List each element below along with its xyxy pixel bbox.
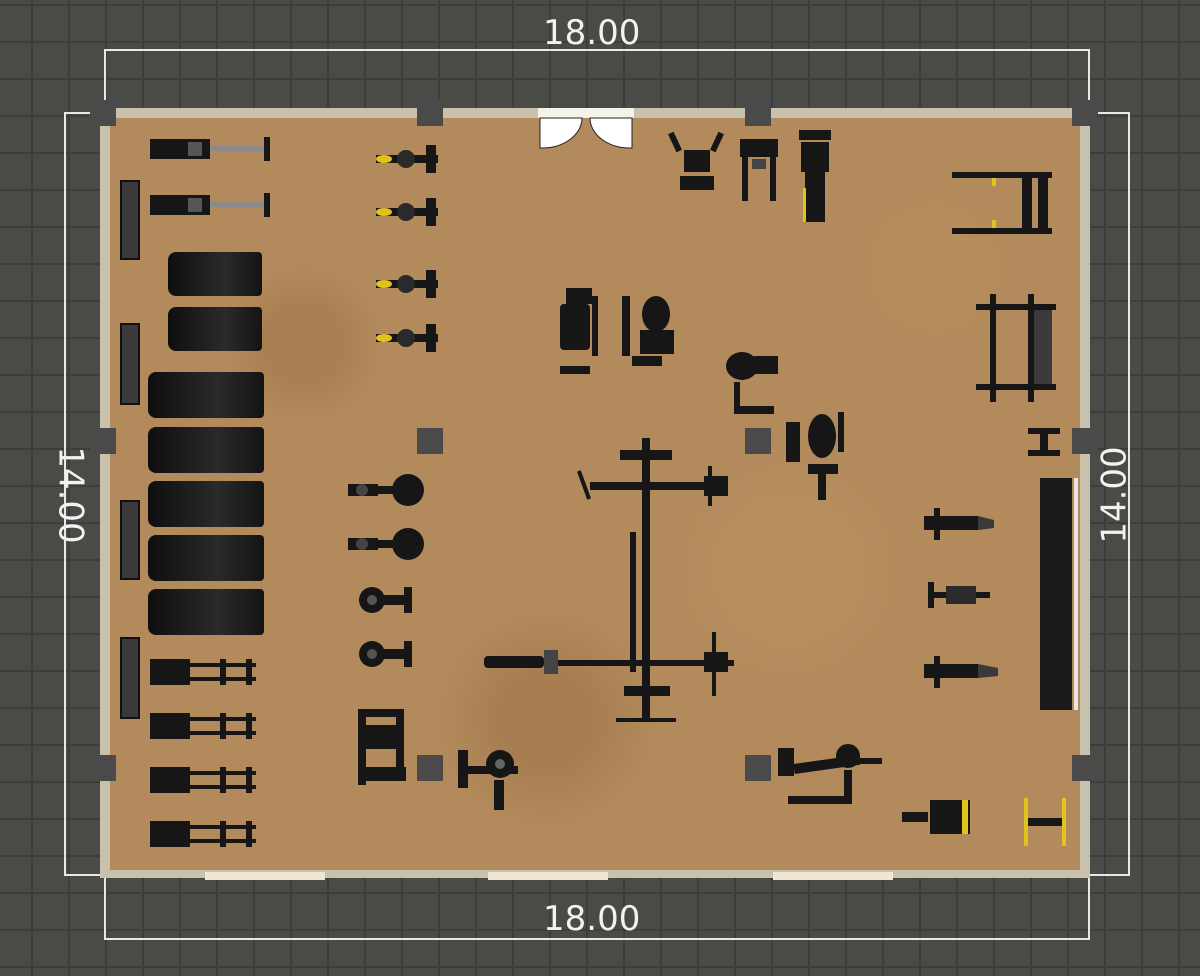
rack-stand-icon[interactable]: [1026, 424, 1062, 460]
window: [205, 872, 325, 880]
wall-screen[interactable]: [120, 180, 140, 260]
power-rack-icon[interactable]: [976, 290, 1056, 406]
seated-row-icon[interactable]: [620, 286, 676, 372]
elliptical-icon[interactable]: [150, 655, 258, 689]
exercise-bike-icon[interactable]: [372, 268, 442, 300]
recumbent-bike-icon[interactable]: [346, 472, 426, 508]
flat-bench-icon[interactable]: [920, 652, 1000, 690]
right-dimension-label: 14.00: [1094, 446, 1135, 544]
shoulder-press-icon[interactable]: [556, 286, 612, 376]
top-dimension-tick-right: [1088, 49, 1090, 107]
pillar-icon: [90, 755, 116, 781]
pillar-icon: [417, 100, 443, 126]
treadmill-icon[interactable]: [168, 307, 262, 351]
wall-screen[interactable]: [120, 323, 140, 405]
pillar-icon: [90, 428, 116, 454]
left-dimension-tick-top: [64, 112, 104, 114]
window: [488, 872, 608, 880]
rower-icon[interactable]: [150, 189, 272, 221]
top-dimension-line: [104, 49, 1090, 51]
dumbbell-bench-icon[interactable]: [926, 578, 992, 612]
left-dimension-label: 14.00: [50, 446, 91, 544]
chest-press-icon[interactable]: [456, 740, 528, 812]
elliptical-icon[interactable]: [150, 709, 258, 743]
upright-bike-icon[interactable]: [356, 583, 416, 617]
lat-pulldown-icon[interactable]: [668, 130, 726, 192]
ab-machine-icon[interactable]: [900, 796, 974, 838]
recumbent-bike-icon[interactable]: [346, 526, 426, 562]
strength-machine-icon[interactable]: [352, 705, 412, 789]
bottom-dimension-tick-left: [104, 878, 106, 940]
pillar-icon: [1072, 755, 1098, 781]
exercise-bike-icon[interactable]: [372, 143, 442, 175]
pillar-icon: [745, 428, 771, 454]
wall-screen[interactable]: [120, 637, 140, 719]
elliptical-icon[interactable]: [150, 763, 258, 797]
flat-bench-icon[interactable]: [920, 504, 996, 542]
window: [773, 872, 893, 880]
treadmill-icon[interactable]: [168, 252, 262, 296]
hip-machine-icon[interactable]: [782, 402, 852, 502]
treadmill-icon[interactable]: [148, 481, 264, 527]
cable-crossover-icon[interactable]: [480, 432, 740, 728]
gym-room[interactable]: [100, 108, 1090, 880]
dumbbell-rack-icon[interactable]: [1040, 478, 1080, 710]
exercise-bike-icon[interactable]: [372, 322, 442, 354]
treadmill-icon[interactable]: [148, 535, 264, 581]
pillar-icon: [417, 428, 443, 454]
pillar-icon: [90, 100, 116, 126]
treadmill-icon[interactable]: [148, 589, 264, 635]
left-dimension-line: [64, 112, 66, 876]
pillar-icon: [745, 100, 771, 126]
wall-screen[interactable]: [120, 500, 140, 580]
right-dimension-tick-bottom: [1090, 874, 1130, 876]
leg-press-icon[interactable]: [720, 348, 780, 416]
pillar-icon: [745, 755, 771, 781]
treadmill-icon[interactable]: [148, 427, 264, 473]
top-dimension-label: 18.00: [543, 13, 641, 53]
bottom-dimension-line: [104, 938, 1090, 940]
elliptical-icon[interactable]: [150, 817, 258, 851]
squat-rack-icon[interactable]: [952, 158, 1052, 242]
top-dimension-tick-left: [104, 49, 106, 107]
leg-curl-icon[interactable]: [778, 740, 884, 810]
bottom-dimension-label: 18.00: [543, 899, 641, 939]
plate-tree-icon[interactable]: [1022, 796, 1070, 848]
right-dimension-tick-top: [1090, 112, 1130, 114]
gym-floor[interactable]: [110, 118, 1080, 870]
left-dimension-tick-bottom: [64, 874, 104, 876]
pillar-icon: [1072, 100, 1098, 126]
right-dimension-line: [1128, 112, 1130, 876]
pillar-icon: [1072, 428, 1098, 454]
rower-icon[interactable]: [150, 133, 272, 165]
treadmill-icon[interactable]: [148, 372, 264, 418]
leg-extension-icon[interactable]: [738, 137, 780, 203]
pillar-icon: [417, 755, 443, 781]
exercise-bike-icon[interactable]: [372, 196, 442, 228]
bottom-dimension-tick-right: [1088, 878, 1090, 940]
door-icon[interactable]: [538, 108, 634, 152]
upright-bike-icon[interactable]: [356, 637, 416, 671]
incline-bench-icon[interactable]: [795, 128, 835, 224]
